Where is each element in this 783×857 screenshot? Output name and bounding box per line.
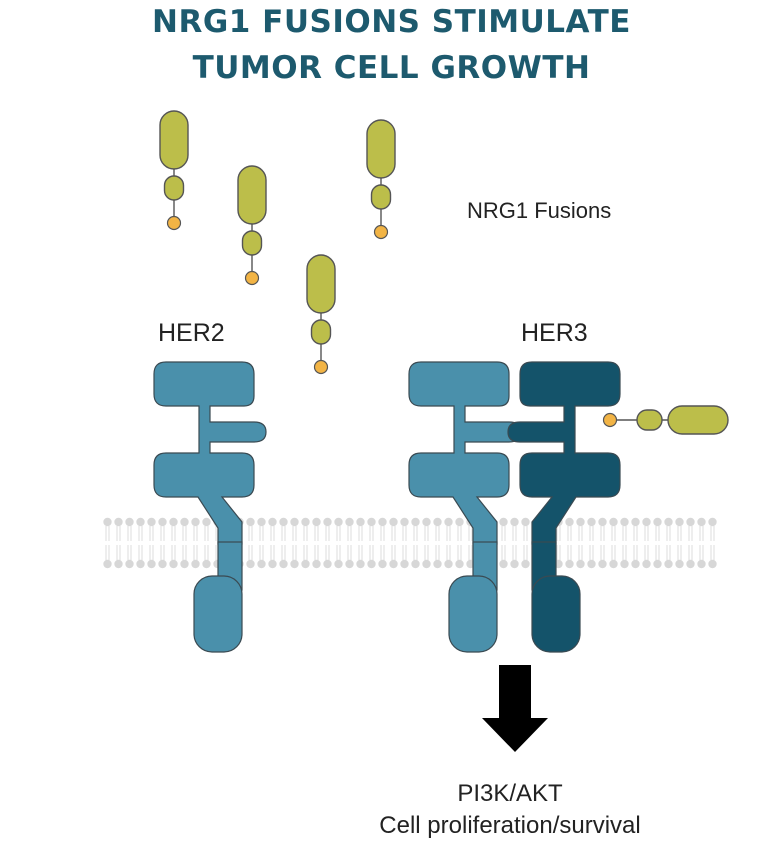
title-line-1: NRG1 FUSIONS STIMULATE bbox=[152, 4, 631, 40]
nrg1-ligand-3 bbox=[366, 119, 396, 240]
nrg1-ligand-2 bbox=[237, 165, 267, 286]
her3-label: HER3 bbox=[521, 319, 588, 347]
outcome-label: Cell proliferation/survival bbox=[379, 812, 641, 839]
her3-receptor bbox=[507, 361, 621, 653]
her2-dimer-partner bbox=[408, 361, 522, 653]
bound-nrg1-ligand bbox=[602, 405, 729, 435]
pathway-label: PI3K/AKT bbox=[457, 780, 563, 807]
title-line-2: TUMOR CELL GROWTH bbox=[192, 50, 591, 86]
nrg1-ligand-4 bbox=[306, 254, 336, 375]
nrg1-ligand-1 bbox=[159, 110, 189, 231]
down-arrow-icon bbox=[482, 665, 548, 752]
her2-label: HER2 bbox=[158, 319, 225, 347]
her2-receptor bbox=[153, 361, 267, 653]
nrg1-fusions-label: NRG1 Fusions bbox=[467, 198, 612, 223]
cell-membrane bbox=[102, 517, 718, 569]
